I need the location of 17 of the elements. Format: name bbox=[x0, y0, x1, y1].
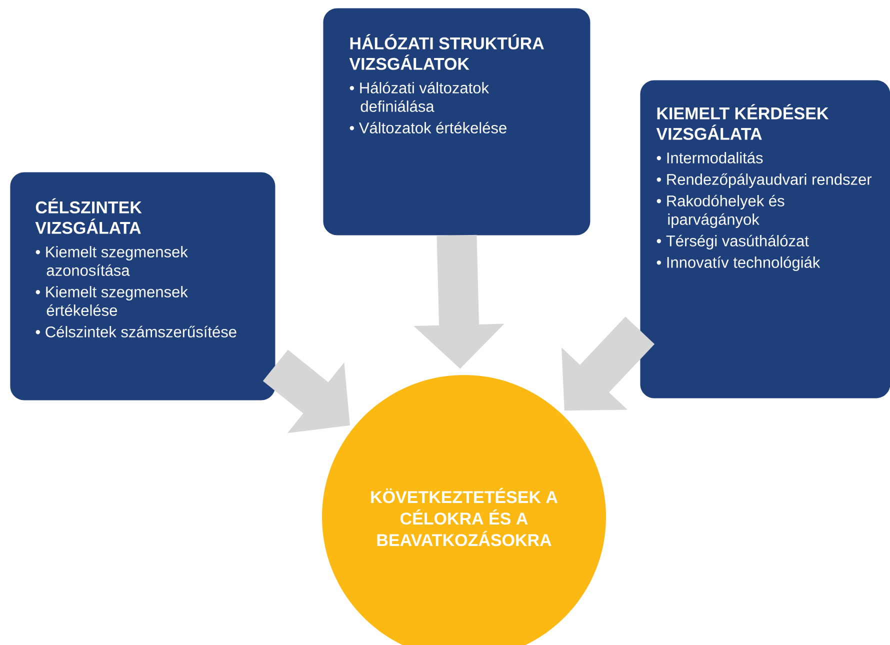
box-heading: CÉLSZINTEK VIZSGÁLATA bbox=[35, 198, 142, 234]
bullet-item: • Kiemelt szegmensek azonosítása bbox=[36, 246, 188, 276]
bullet-item: • Kiemelt szegmensek értékelése bbox=[36, 286, 188, 316]
info-box bbox=[640, 80, 890, 398]
bullet-item: • Rakodóhelyek és iparvágányok bbox=[656, 194, 784, 228]
bullet-item: • Változatok értékelése bbox=[350, 122, 506, 134]
circle-label: KÖVETKEZTETÉSEK A CÉLOKRA ÉS A BEAVATKOZÁSOKRA bbox=[371, 488, 558, 546]
info-box bbox=[323, 8, 590, 236]
bullet-item: • Célszintek számszerűsítése bbox=[36, 326, 236, 338]
bullet-item: • Intermodalitás bbox=[656, 152, 763, 164]
bullet-item: • Rendezőpályaudvari rendszer bbox=[656, 173, 872, 188]
bullet-item: • Innovatív technológiák bbox=[656, 256, 820, 271]
box-heading: KIEMELT KÉRDÉSEK VIZSGÁLATA bbox=[656, 104, 829, 140]
info-box bbox=[10, 172, 276, 400]
bullet-item: • Térségi vasúthálózat bbox=[656, 234, 809, 250]
box-heading: HÁLÓZATI STRUKTÚRA VIZSGÁLATOK bbox=[349, 34, 544, 70]
bullet-item: • Hálózati változatok definiálása bbox=[350, 82, 490, 112]
